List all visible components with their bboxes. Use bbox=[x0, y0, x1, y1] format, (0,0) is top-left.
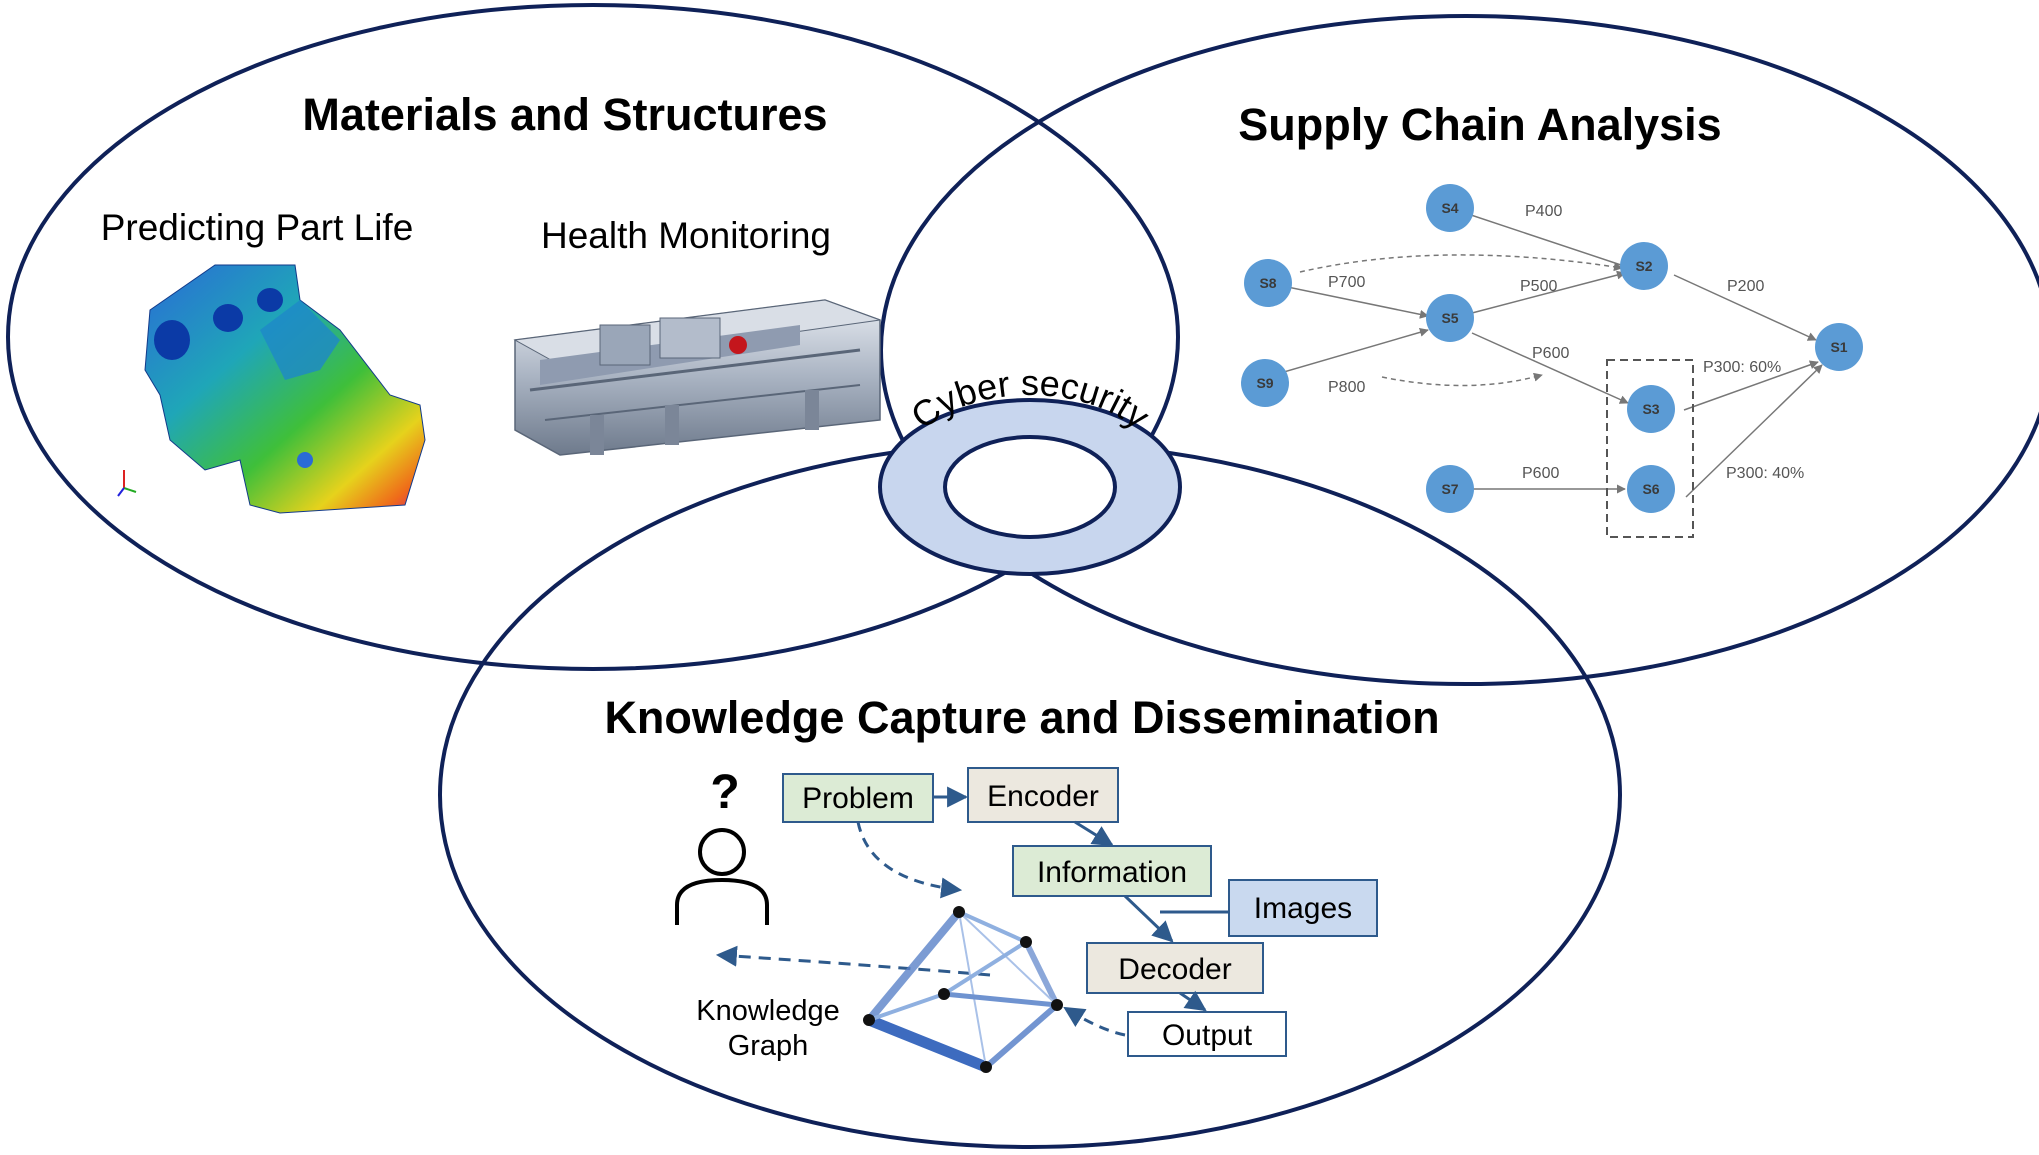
decoder-box: Decoder bbox=[1086, 942, 1264, 994]
edge-label: P600 bbox=[1522, 465, 1559, 482]
health-monitoring-label: Health Monitoring bbox=[541, 215, 831, 256]
edge-s5-s2 bbox=[1471, 270, 1626, 314]
supply-chain-title: Supply Chain Analysis bbox=[1238, 99, 1721, 150]
encoder-box: Encoder bbox=[967, 767, 1119, 823]
svg-text:S7: S7 bbox=[1441, 481, 1458, 497]
question-mark: ? bbox=[710, 766, 739, 819]
node-s2: S2 bbox=[1620, 242, 1668, 290]
svg-text:S1: S1 bbox=[1830, 339, 1847, 355]
svg-text:S6: S6 bbox=[1642, 481, 1659, 497]
part-life-image bbox=[117, 258, 450, 518]
edge-s3-s1 bbox=[1683, 360, 1819, 411]
edge-s9-s3-dashed bbox=[1381, 372, 1543, 387]
node-s1: S1 bbox=[1815, 323, 1863, 371]
edge-s4-s2 bbox=[1449, 207, 1631, 270]
svg-text:S3: S3 bbox=[1642, 401, 1659, 417]
supply-chain-graph: P400 P700 P500 P200 P600 P800 P300: 60% … bbox=[1241, 184, 1863, 538]
arrow-output-graph bbox=[1063, 1006, 1126, 1037]
node-s7: S7 bbox=[1426, 465, 1474, 513]
node-s8: S8 bbox=[1244, 259, 1292, 307]
node-s9: S9 bbox=[1241, 359, 1289, 407]
edge-label: P200 bbox=[1727, 278, 1764, 295]
information-box: Information bbox=[1012, 845, 1212, 897]
problem-box: Problem bbox=[782, 773, 934, 823]
node-s3: S3 bbox=[1627, 385, 1675, 433]
svg-text:Output: Output bbox=[1162, 1019, 1253, 1052]
svg-text:Information: Information bbox=[1037, 856, 1187, 889]
svg-text:Encoder: Encoder bbox=[987, 780, 1099, 813]
knowledge-graph bbox=[863, 906, 1063, 1073]
edge-s6-s1 bbox=[1685, 364, 1823, 498]
edge-s8-s2-dashed bbox=[1299, 254, 1623, 273]
edge-label: P500 bbox=[1520, 278, 1557, 295]
s3-s6-group-box bbox=[1606, 359, 1694, 538]
materials-ellipse bbox=[6, 3, 1180, 671]
svg-text:S5: S5 bbox=[1441, 310, 1458, 326]
svg-text:Problem: Problem bbox=[802, 782, 914, 815]
edge-s5-s3 bbox=[1471, 332, 1629, 404]
edge-label: P600 bbox=[1532, 345, 1569, 362]
edge-label: P300: 40% bbox=[1726, 465, 1804, 482]
knowledge-title: Knowledge Capture and Dissemination bbox=[604, 692, 1439, 743]
edge-s9-s5 bbox=[1269, 327, 1429, 377]
arrow-graph-person bbox=[715, 945, 991, 977]
svg-text:S4: S4 bbox=[1441, 200, 1458, 216]
cyber-security-ring: Cyber security bbox=[878, 362, 1182, 576]
edge-label: P400 bbox=[1525, 203, 1562, 220]
arrow-information-decoder bbox=[1123, 894, 1174, 943]
node-s6: S6 bbox=[1627, 465, 1675, 513]
svg-text:Images: Images bbox=[1254, 892, 1352, 925]
knowledge-graph-label-line1: Knowledge bbox=[696, 995, 840, 1027]
edge-label: P300: 60% bbox=[1703, 359, 1781, 376]
predicting-part-life-label: Predicting Part Life bbox=[101, 207, 414, 248]
svg-text:Decoder: Decoder bbox=[1118, 953, 1231, 986]
supply-chain-ellipse bbox=[879, 14, 2039, 686]
arrow-decoder-output bbox=[1179, 990, 1207, 1012]
node-s4: S4 bbox=[1426, 184, 1474, 232]
images-box: Images bbox=[1228, 879, 1378, 937]
output-box: Output bbox=[1127, 1011, 1287, 1057]
svg-text:S8: S8 bbox=[1259, 275, 1276, 291]
edge-label: P700 bbox=[1328, 274, 1365, 291]
arrow-problem-graph bbox=[856, 821, 963, 899]
materials-title: Materials and Structures bbox=[302, 89, 827, 140]
engine-image bbox=[513, 299, 881, 456]
knowledge-graph-label-line2: Graph bbox=[728, 1030, 809, 1062]
node-s5: S5 bbox=[1426, 294, 1474, 342]
edge-label: P800 bbox=[1328, 379, 1365, 396]
arrow-encoder-information bbox=[1074, 820, 1114, 847]
svg-text:S2: S2 bbox=[1635, 258, 1652, 274]
person-icon bbox=[675, 828, 769, 925]
edge-s8-s5 bbox=[1267, 282, 1429, 319]
edge-s2-s1 bbox=[1673, 274, 1817, 341]
svg-text:S9: S9 bbox=[1256, 375, 1273, 391]
